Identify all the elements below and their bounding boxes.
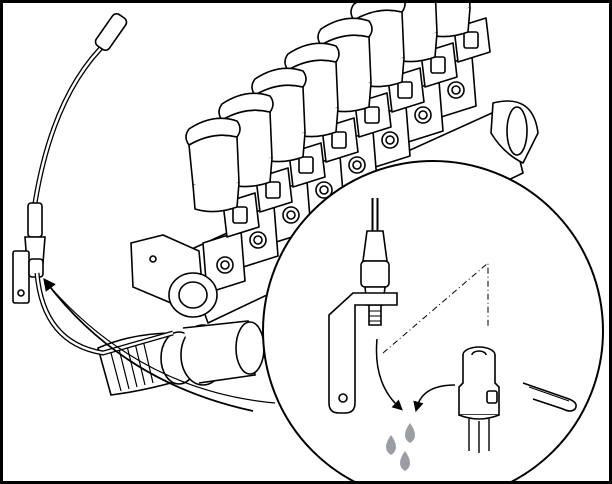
- direction-arrow-icon: [413, 384, 456, 413]
- detail-view: [262, 160, 604, 481]
- direction-arrow-icon: [375, 338, 403, 411]
- manifold-diagram: [12, 3, 604, 481]
- outlet-elbow: [490, 100, 539, 164]
- valve-unit: [185, 117, 260, 294]
- direction-arrow-icon: [50, 287, 276, 404]
- water-drop-icon: [386, 423, 415, 471]
- sensor-adapter-icon: [458, 346, 500, 453]
- valve-manifold-icon: [182, 3, 539, 324]
- mounting-bracket-icon: [328, 292, 398, 414]
- sensor-cable-icon: [12, 13, 174, 356]
- direction-arrow-icon: [43, 277, 254, 412]
- retaining-pin-icon: [522, 382, 577, 412]
